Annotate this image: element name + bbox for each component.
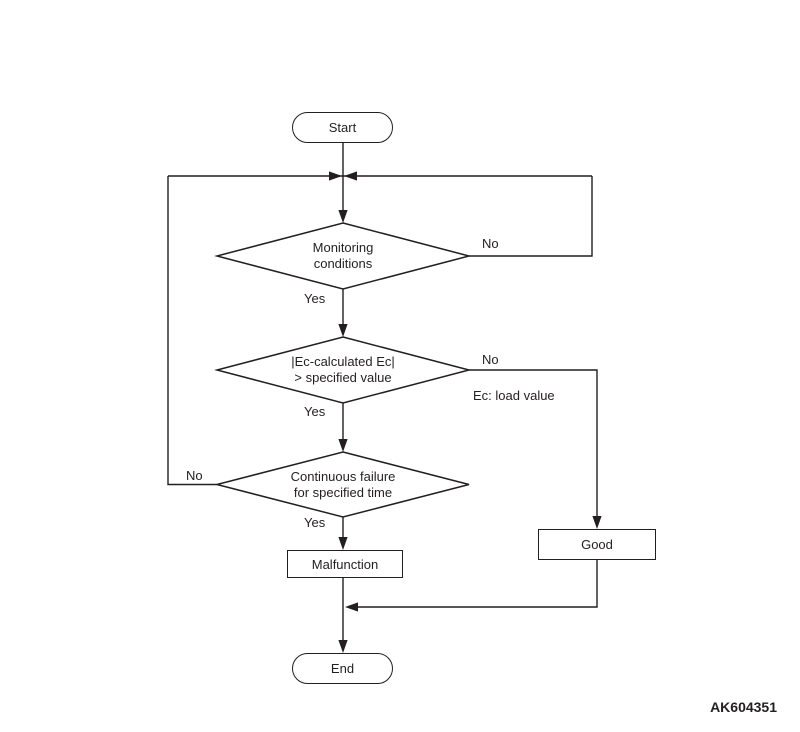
decision-monitoring-shape (214, 222, 472, 290)
start-node-label: Start (328, 120, 357, 135)
arrowhead-into-merge (345, 602, 358, 612)
arrowhead-top-merge-left (344, 171, 357, 181)
good-node: Good (538, 529, 656, 560)
edge-good-to-merge (356, 560, 598, 608)
figure-code: AK604351 (710, 699, 777, 715)
arrowhead-top-merge-right (329, 171, 342, 181)
decision-ec-check-label: |Ec-calculated Ec| > specified value (291, 354, 395, 385)
arrowhead-into-good (592, 516, 602, 529)
end-node: End (292, 653, 393, 684)
arrowhead-into-monitoring (338, 210, 348, 223)
edge-monitoring-no-loop (469, 176, 593, 257)
decision-continuous-shape (216, 451, 470, 518)
arrowhead-into-malfunction (338, 537, 348, 550)
edge-ec-no-to-good (469, 369, 598, 520)
end-node-label: End (330, 661, 355, 676)
malfunction-node: Malfunction (287, 550, 403, 578)
edge-continuous-no-loop (167, 176, 217, 486)
ec-note-annotation: Ec: load value (473, 388, 555, 403)
decision-ec-check-shape (214, 336, 472, 404)
arrowhead-into-continuous (338, 439, 348, 452)
decision-monitoring-label: Monitoring conditions (312, 240, 374, 271)
arrowhead-into-end (338, 640, 348, 653)
good-node-label: Good (581, 537, 613, 552)
edge-label-continuous-no: No (186, 468, 203, 483)
edge-label-monitoring-yes: Yes (304, 291, 326, 306)
decision-continuous-label: Continuous failure for specified time (290, 469, 396, 500)
arrowhead-into-ec-check (338, 324, 348, 337)
edge-label-monitoring-no: No (482, 236, 499, 251)
malfunction-node-label: Malfunction (311, 556, 379, 572)
edge-label-ec-no: No (482, 352, 499, 367)
edge-label-ec-yes: Yes (304, 404, 326, 419)
edge-label-continuous-yes: Yes (304, 515, 326, 530)
start-node: Start (292, 112, 393, 143)
